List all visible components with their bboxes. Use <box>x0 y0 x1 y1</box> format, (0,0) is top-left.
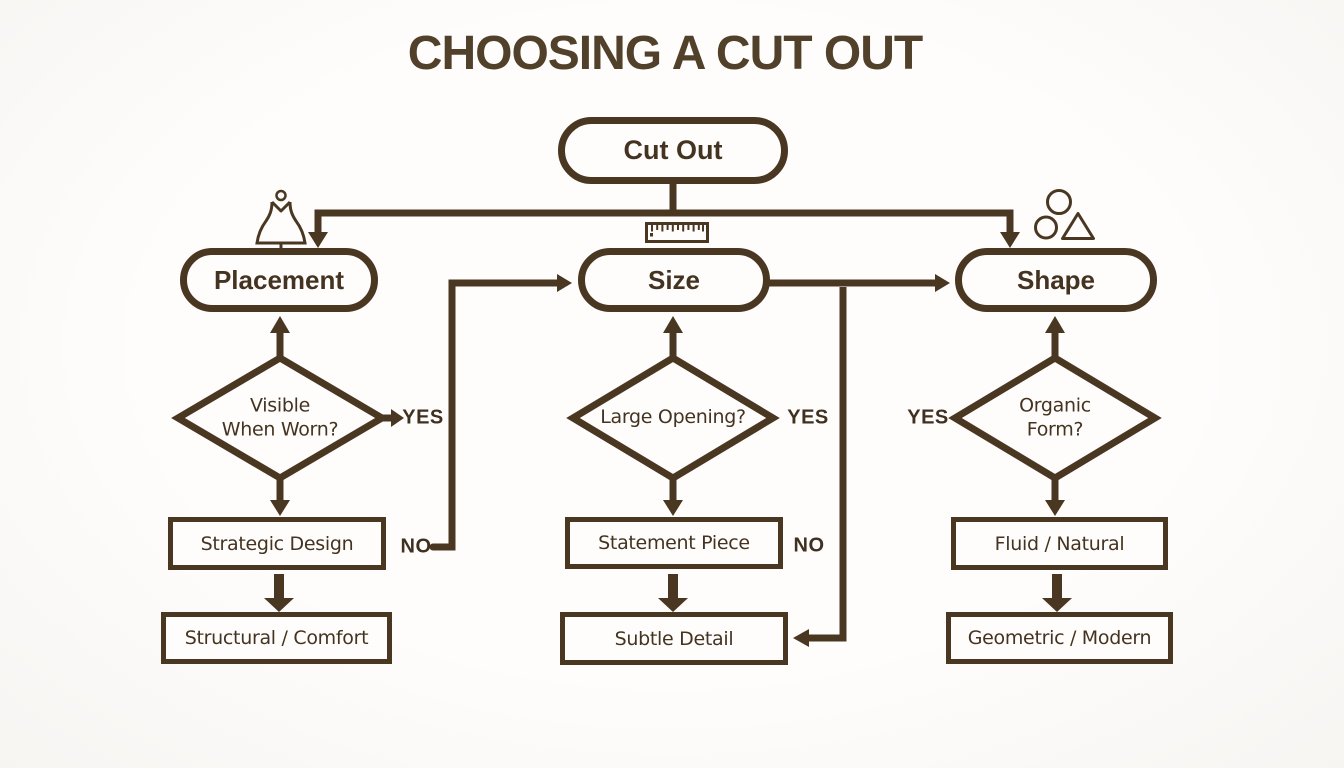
arrowhead-bold-structural <box>264 598 294 612</box>
page-title: CHOOSING A CUT OUT <box>407 27 923 80</box>
box-label: Strategic Design <box>200 532 354 555</box>
circles-and-triangle-icon <box>1034 189 1095 240</box>
box-statement-piece: Statement Piece <box>565 517 783 569</box>
ruler-icon <box>645 222 709 243</box>
box-label: Fluid / Natural <box>994 532 1125 555</box>
connector-no-placement-to-size <box>429 279 562 551</box>
box-strategic-design: Strategic Design <box>168 517 386 570</box>
arrowhead-up-shape <box>1045 316 1065 333</box>
arrowhead-bold-subtle <box>658 598 688 612</box>
diamond-visible-when-worn <box>171 353 389 483</box>
diamond-organic-form <box>948 353 1162 483</box>
yes-label-shape: YES <box>907 406 949 429</box>
question-line: Form? <box>1026 418 1084 440</box>
box-fluid-natural: Fluid / Natural <box>951 517 1168 570</box>
question-visible-when-worn: Visible When Worn? <box>185 394 375 442</box>
question-line: Organic <box>1019 394 1091 417</box>
arrowhead-yes-placement <box>391 409 404 427</box>
arrowhead-down-statement <box>663 500 683 516</box>
node-cut-out: Cut Out <box>558 117 788 184</box>
arrowhead-no-into-subtle <box>793 629 809 647</box>
box-subtle-detail: Subtle Detail <box>560 612 788 665</box>
arrowhead-bold-geometric <box>1042 598 1072 612</box>
arrowhead-down-strategic <box>270 500 290 516</box>
decision-diamonds <box>171 353 1162 483</box>
arrowhead-up-size <box>663 316 683 333</box>
box-label: Geometric / Modern <box>967 627 1152 649</box>
no-label-size: NO <box>793 534 825 557</box>
question-line: Large Opening? <box>600 406 746 429</box>
node-size: Size <box>578 248 770 312</box>
box-label: Statement Piece <box>598 532 750 554</box>
yes-label-size: YES <box>787 406 829 429</box>
connector-main-bar <box>314 209 1014 242</box>
arrowhead-into-placement <box>308 232 328 248</box>
node-placement-label: Placement <box>213 264 345 295</box>
box-geometric-modern: Geometric / Modern <box>946 612 1173 664</box>
box-label: Subtle Detail <box>614 627 734 650</box>
node-cut-out-label: Cut Out <box>623 135 723 165</box>
node-shape-label: Shape <box>1016 264 1096 295</box>
no-label-placement: NO <box>400 535 432 558</box>
arrowhead-up-placement <box>270 316 290 333</box>
arrowhead-down-fluid <box>1045 500 1065 516</box>
dress-form-icon <box>255 189 307 253</box>
arrowhead-size-into-shape <box>935 274 950 292</box>
question-line: Visible <box>250 394 310 417</box>
box-structural-comfort: Structural / Comfort <box>161 612 392 664</box>
arrowheads <box>264 232 1072 647</box>
node-shape: Shape <box>955 248 1157 312</box>
arrowhead-into-shape <box>1000 232 1020 248</box>
node-size-label: Size <box>647 264 701 295</box>
question-organic-form: Organic Form? <box>960 394 1150 442</box>
question-line: When Worn? <box>221 418 339 440</box>
node-placement: Placement <box>180 248 378 312</box>
arrowhead-no-into-size <box>557 274 572 292</box>
question-large-opening: Large Opening? <box>578 406 768 430</box>
diamond-large-opening <box>566 353 780 483</box>
box-label: Structural / Comfort <box>184 627 369 649</box>
connector-no-size-to-subtle-detail <box>808 287 847 642</box>
yes-label-placement: YES <box>402 406 444 429</box>
